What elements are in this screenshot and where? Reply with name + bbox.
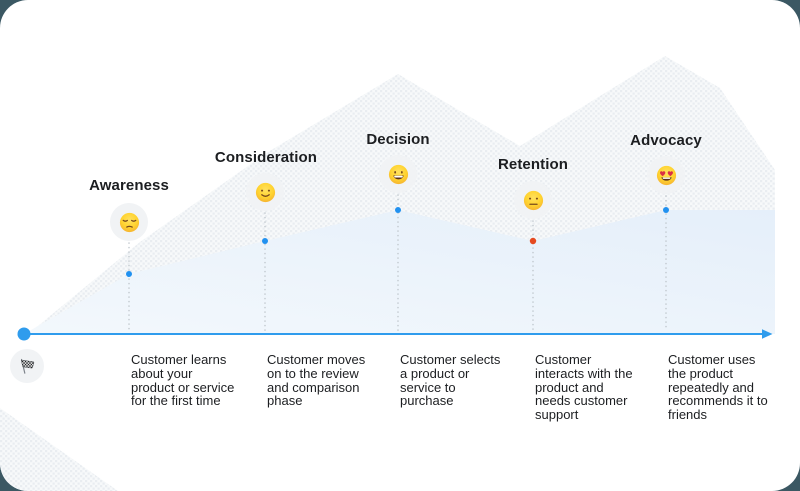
pensive-face-icon bbox=[118, 211, 141, 234]
stage-value-dot bbox=[663, 207, 669, 213]
neutral-face-icon bbox=[522, 189, 545, 212]
timeline-start-dot bbox=[17, 327, 31, 341]
stage-value-dot bbox=[395, 207, 401, 213]
stage-value-dot bbox=[529, 237, 537, 245]
stage-emoji-badge-retention bbox=[514, 181, 552, 219]
stage-value-dot bbox=[126, 271, 132, 277]
stage-emoji-badge-decision bbox=[379, 155, 417, 193]
sentiment-area bbox=[24, 210, 775, 334]
stage-label-retention: Retention bbox=[497, 156, 569, 173]
stage-description-advocacy: Customer uses the product repeatedly and… bbox=[668, 352, 768, 423]
stage-description-decision: Customer selects a product or service to… bbox=[400, 352, 501, 409]
stage-label-consideration: Consideration bbox=[214, 149, 318, 166]
stage-emoji-badge-awareness bbox=[110, 203, 148, 241]
stage-emoji-badge-consideration bbox=[246, 173, 284, 211]
stage-label-awareness: Awareness bbox=[89, 177, 169, 194]
stage-emoji-badge-advocacy bbox=[647, 156, 685, 194]
timeline-arrowhead bbox=[762, 329, 773, 339]
heart-eyes-face-icon bbox=[655, 164, 678, 187]
stage-description-awareness: Customer learns about your product or se… bbox=[131, 352, 235, 409]
stage-description-consideration: Customer moves on to the review and comp… bbox=[267, 352, 366, 409]
stage-value-dot bbox=[262, 238, 268, 244]
slightly-smiling-face-icon bbox=[254, 181, 277, 204]
chequered-flag-icon bbox=[16, 355, 38, 377]
stage-description-retention: Customer interacts with the product and … bbox=[535, 352, 633, 423]
stage-label-decision: Decision bbox=[366, 131, 430, 148]
start-flag-badge bbox=[10, 349, 44, 383]
stage-label-advocacy: Advocacy bbox=[630, 132, 702, 149]
background-mountain-corner bbox=[0, 408, 118, 491]
grinning-face-icon bbox=[387, 163, 410, 186]
